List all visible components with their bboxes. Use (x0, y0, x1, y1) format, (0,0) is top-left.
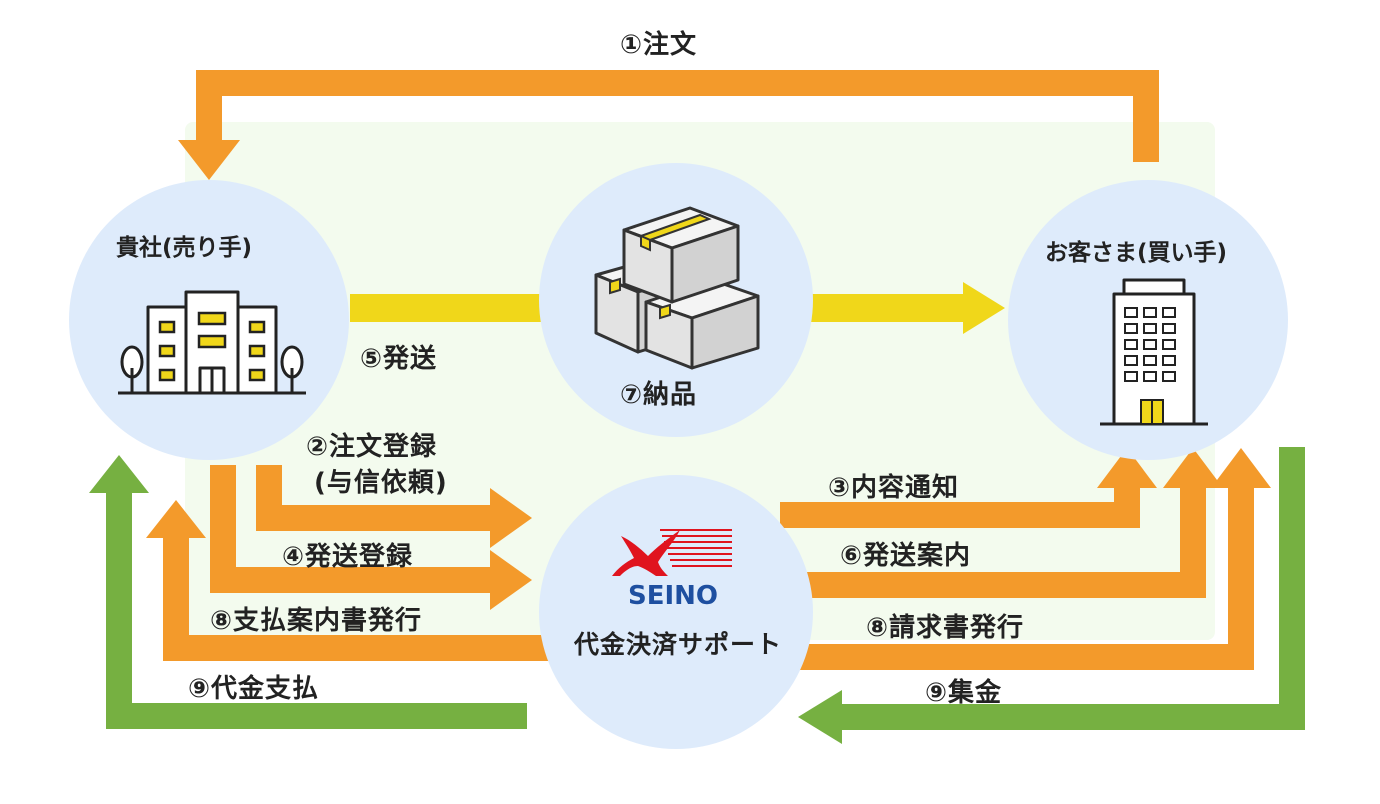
shipping-arrow (350, 282, 1005, 334)
order-registration-label-line1: ②注文登録 (306, 432, 438, 462)
content-notice-label: ③内容通知 (828, 473, 960, 503)
pay-label: ⑨代金支払 (188, 674, 320, 704)
office-windows-icon (158, 311, 266, 382)
cardboard-boxes-icon (594, 206, 760, 370)
seino-logo: SEINO (612, 529, 732, 611)
service-title: 代金決済サポート (574, 630, 783, 659)
order-label: ①注文 (620, 30, 698, 60)
tower-windows-icon (1124, 307, 1176, 425)
pay-arrow (89, 455, 527, 729)
seller-title: 貴社(売り手) (116, 235, 253, 261)
collect-label: ⑨集金 (925, 678, 1003, 708)
packing-tape-icon (609, 213, 712, 320)
invoice-arrow (780, 448, 1271, 670)
invoice-label: ⑧請求書発行 (866, 613, 1025, 643)
shipping-registration-label: ④発送登録 (282, 542, 414, 572)
order-registration-arrow (256, 465, 532, 548)
shipping-guide-arrow (800, 448, 1223, 598)
payment-notice-arrow (146, 500, 563, 661)
kangaroo-silhouette-icon (612, 530, 680, 576)
shipping-registration-arrow (210, 465, 532, 610)
collect-arrow (798, 447, 1305, 744)
delivery-label: ⑦納品 (620, 380, 698, 410)
seino-logo-text: SEINO (628, 581, 718, 611)
buyer-title: お客さま(買い手) (1045, 240, 1228, 266)
shipping-guide-label: ⑥発送案内 (840, 541, 972, 571)
kangaroo-emblem-icon (660, 529, 732, 567)
order-registration-label-line2: (与信依頼) (314, 468, 448, 498)
shipping-label: ⑤発送 (360, 344, 438, 374)
payment-notice-label: ⑧支払案内書発行 (210, 606, 423, 636)
order-arrow (178, 70, 1159, 180)
content-notice-arrow (780, 448, 1157, 528)
service-circle (539, 475, 813, 749)
